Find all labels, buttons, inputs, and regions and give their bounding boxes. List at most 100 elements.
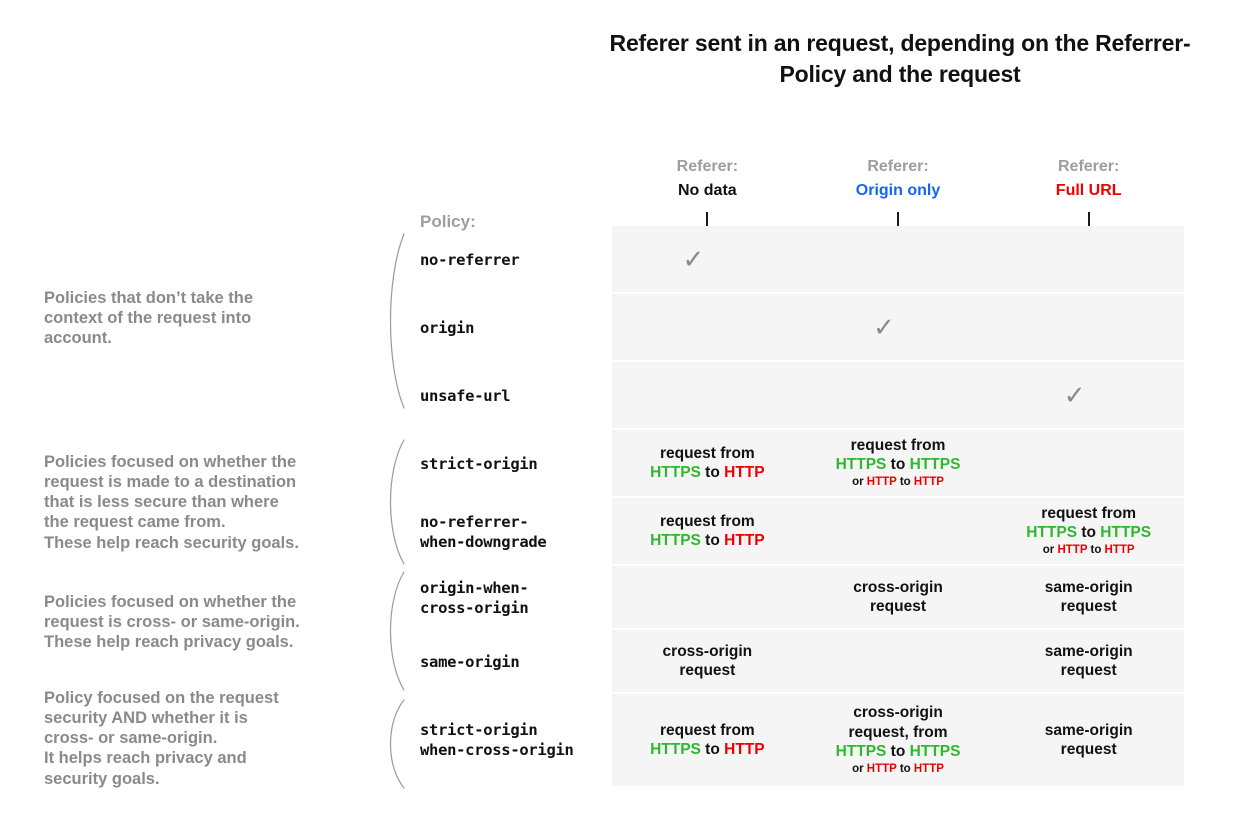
column-tick-marks	[612, 212, 1184, 226]
brace-icon	[389, 439, 405, 565]
cell-text-line: cross-origin	[853, 704, 943, 722]
tick-mark-icon	[1087, 212, 1090, 226]
cell-token: to	[896, 476, 914, 489]
cell-text-line: request	[1060, 662, 1117, 679]
cell-token: HTTP	[724, 532, 765, 549]
column-header-prefix: Referer:	[676, 158, 739, 175]
cell-token: to	[896, 762, 914, 775]
cell-token: HTTP	[724, 464, 765, 481]
table-cell: ✓	[993, 362, 1184, 428]
column-headers: Referer: No data Referer: Origin only Refere…	[612, 155, 1184, 203]
column-header-full-url: Referer:Full URL	[993, 155, 1184, 203]
cell-text-line: same-origin	[1044, 642, 1133, 660]
checkmark-icon: ✓	[1063, 380, 1086, 410]
tick-cell-origin-only	[803, 212, 994, 226]
brace-icon	[389, 571, 405, 691]
checkmark-icon: ✓	[873, 312, 895, 342]
cell-text-line: request	[1060, 741, 1117, 758]
column-header-value: No data	[678, 182, 737, 199]
cell-text-line: HTTPS to HTTPS	[1026, 523, 1151, 542]
policy-column-label: Policy:	[420, 212, 476, 231]
cell-token: HTTP	[866, 476, 897, 489]
cell-text-line: cross-origin	[853, 578, 943, 596]
policy-name-origin-when-cross-origin: origin-when- cross-origin	[420, 578, 529, 617]
column-header-value: Origin only	[855, 182, 941, 199]
cell-token: to	[1087, 544, 1105, 557]
table-cell: same-origin request	[993, 630, 1184, 692]
cell-text-line: request from	[659, 721, 755, 739]
cell-token: HTTPS	[650, 532, 701, 549]
tick-mark-icon	[897, 212, 899, 226]
cell-token: HTTP	[866, 762, 897, 775]
column-header-prefix: Referer:	[1058, 158, 1120, 175]
policy-name-same-origin: same-origin	[420, 652, 520, 671]
policy-name-strict-originwhen-cross-origin: strict-origin when-cross-origin	[420, 720, 574, 759]
cell-token: HTTPS	[1100, 524, 1152, 542]
table-cell	[803, 362, 994, 428]
column-header-prefix: Referer:	[867, 158, 929, 175]
tick-cell-no-data	[612, 212, 803, 226]
table-cell	[803, 226, 994, 292]
table-cell	[612, 362, 803, 428]
cell-text-line: or HTTP to HTTP	[852, 475, 944, 490]
page-title: Referer sent in an request, depending on…	[609, 30, 1191, 87]
cell-text-line: or HTTP to HTTP	[852, 762, 944, 777]
table-cell: same-origin request	[993, 566, 1184, 628]
cell-text-line: same-origin	[1044, 578, 1133, 596]
group-description-privacy-focused-policies: Policies focused on whether the request …	[44, 593, 300, 652]
tick-mark-icon	[706, 212, 709, 226]
cell-text-line: HTTPS to HTTPS	[836, 455, 961, 474]
cell-text-line: or HTTP to HTTP	[1043, 543, 1135, 558]
table-cell	[612, 566, 803, 628]
table-cell	[803, 630, 994, 692]
table-row: ✓	[612, 226, 1184, 294]
cell-token: HTTPS	[835, 456, 887, 474]
cell-text-line: request from	[850, 436, 946, 454]
checkmark-icon: ✓	[682, 244, 705, 274]
table-row: ✓	[612, 294, 1184, 362]
policy-name-no-referrer: no-referrer	[420, 250, 520, 269]
cell-text-line: request from	[659, 512, 755, 530]
cell-token: HTTPS	[1026, 524, 1078, 542]
group-brace-3	[382, 570, 408, 697]
table-cell	[993, 226, 1184, 292]
table-cell: ✓	[612, 226, 803, 292]
cell-token: to	[1077, 524, 1101, 542]
brace-icon	[390, 699, 405, 789]
cell-text-line: HTTPS to HTTP	[650, 740, 765, 759]
cell-token: HTTP	[913, 762, 944, 775]
cell-text-line: request	[1060, 598, 1117, 615]
policy-name-strict-origin: strict-origin	[420, 454, 538, 473]
policy-name-origin: origin	[420, 318, 475, 337]
table-cell	[993, 430, 1184, 496]
table-cell	[612, 294, 803, 360]
cell-token: HTTP	[1104, 544, 1135, 557]
cell-token: to	[700, 741, 725, 758]
brace-icon	[389, 233, 405, 409]
group-description-context-independent-policies: Policies that don’t take the context of …	[44, 289, 254, 348]
column-header-no-data: Referer: No data	[612, 155, 803, 203]
cell-token: HTTP	[913, 476, 944, 489]
cell-text-line: request, from	[848, 723, 948, 741]
cell-token: HTTPS	[909, 456, 961, 474]
cell-token: to	[700, 464, 725, 481]
cell-token: to	[886, 456, 910, 474]
cell-text-line: HTTPS to HTTPS	[836, 742, 961, 761]
tick-cell-full-url	[993, 212, 1184, 226]
cell-token: to	[886, 742, 910, 760]
cell-text-line: HTTPS to HTTP	[650, 531, 765, 550]
group-description-security-focused-policies: Policies focused on whether the request …	[44, 453, 299, 552]
cell-text-line: HTTPS to HTTP	[650, 463, 765, 482]
